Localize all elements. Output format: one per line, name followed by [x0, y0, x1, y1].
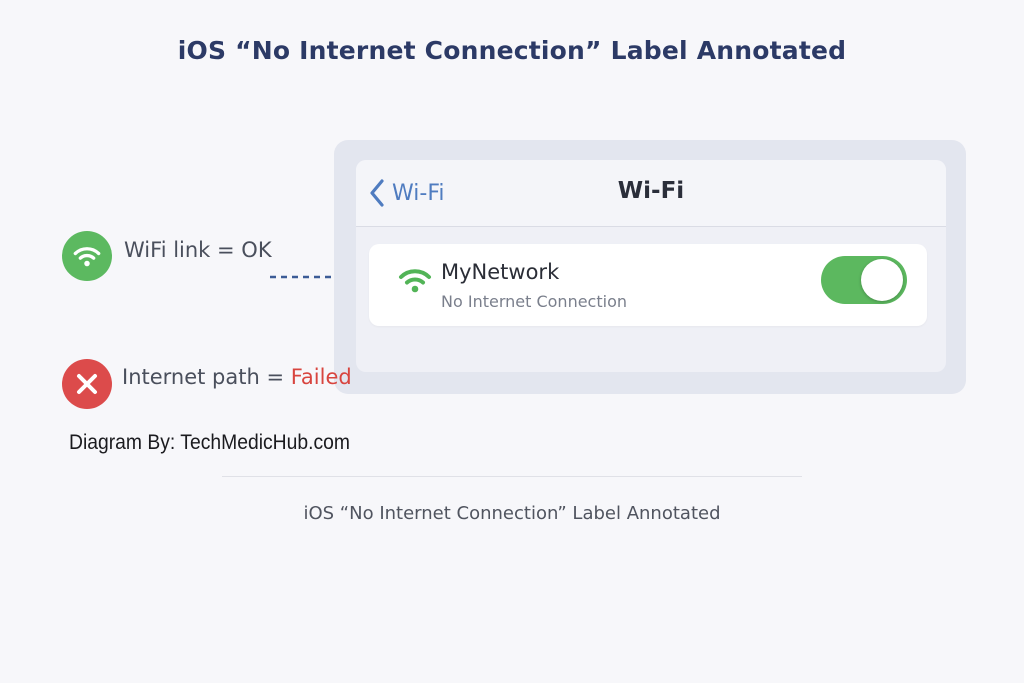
- toggle-knob: [861, 259, 903, 301]
- internet-failed-badge: [62, 359, 112, 409]
- network-name: MyNetwork: [441, 260, 560, 284]
- ios-wifi-screen: Wi-Fi Wi-Fi MyNetwork No Internet Connec…: [356, 160, 946, 372]
- x-icon: [77, 374, 97, 394]
- page-title: iOS “No Internet Connection” Label Annot…: [177, 36, 847, 65]
- wifi-ok-badge: [62, 231, 112, 281]
- divider: [222, 476, 802, 477]
- network-status: No Internet Connection: [441, 292, 627, 311]
- wifi-icon: [397, 266, 433, 298]
- chevron-left-icon: [370, 179, 384, 207]
- wifi-link-annotation: WiFi link = OK: [124, 238, 272, 262]
- internet-path-label: Internet path =: [122, 365, 291, 389]
- wifi-icon: [73, 247, 101, 267]
- back-button-label: Wi-Fi: [392, 180, 445, 206]
- wifi-toggle[interactable]: [821, 256, 907, 304]
- nav-bar: Wi-Fi Wi-Fi: [356, 160, 946, 227]
- internet-path-status: Failed: [290, 365, 352, 389]
- figure-caption: iOS “No Internet Connection” Label Annot…: [303, 503, 721, 524]
- diagram-credit: Diagram By: TechMedicHub.com: [69, 431, 350, 454]
- nav-title: Wi-Fi: [617, 178, 685, 204]
- network-row[interactable]: MyNetwork No Internet Connection: [369, 244, 927, 326]
- ios-device-frame: Wi-Fi Wi-Fi MyNetwork No Internet Connec…: [334, 140, 966, 394]
- back-button[interactable]: Wi-Fi: [370, 177, 445, 209]
- internet-path-annotation: Internet path = Failed: [122, 365, 352, 389]
